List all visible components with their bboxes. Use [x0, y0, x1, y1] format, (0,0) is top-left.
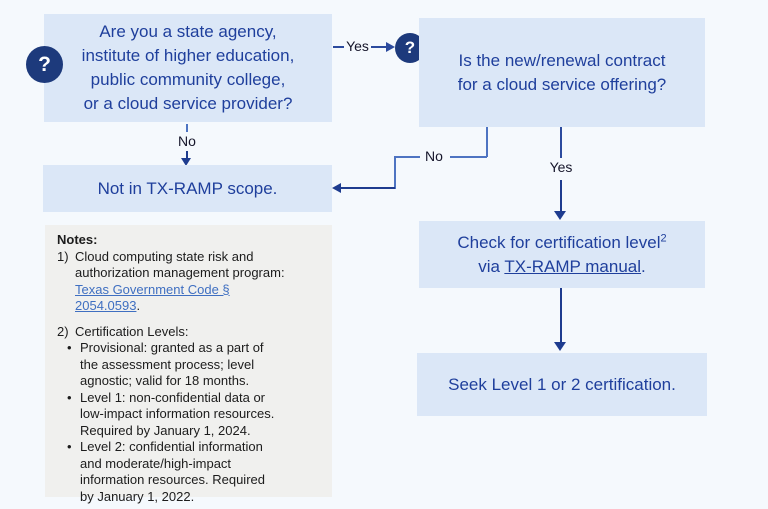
seek-certification-text: Seek Level 1 or 2 certification.	[448, 374, 676, 394]
connector-line	[186, 124, 188, 132]
connector-line	[560, 127, 562, 158]
certification-level-bullet: • Provisional: granted as a part of the …	[67, 340, 320, 390]
bullet-text-provisional: Provisional: granted as a part of the as…	[80, 340, 264, 388]
arrowhead-down-icon	[554, 342, 566, 351]
connector-line	[560, 180, 562, 212]
connector-line	[394, 156, 420, 158]
check-level-period: .	[641, 256, 646, 276]
certification-level-bullet: • Level 2: confidential information and …	[67, 439, 320, 505]
check-level-text: Check for certification level	[457, 232, 661, 252]
check-level-line1: Check for certification level2	[457, 231, 666, 255]
connector-line	[486, 127, 488, 157]
note-item-1: 1) Cloud computing state risk and author…	[57, 249, 320, 315]
q2-text-line: for a cloud service offering?	[457, 74, 667, 94]
bullet-text-level2: Level 2: confidential information and mo…	[80, 439, 265, 504]
check-level-via-text: via	[478, 256, 505, 276]
result-box-not-in-scope: Not in TX-RAMP scope.	[43, 165, 332, 212]
bullet-text-level1: Level 1: non-confidential data or low-im…	[80, 389, 275, 438]
not-in-scope-text: Not in TX-RAMP scope.	[97, 178, 278, 198]
arrowhead-right-icon	[386, 42, 395, 52]
question-mark-glyph: ?	[404, 38, 416, 57]
note-2-title: Certification Levels:	[75, 323, 189, 339]
connector-line	[333, 46, 344, 48]
connector-line	[394, 156, 396, 189]
texas-gov-code-link[interactable]: Texas Government Code § 2054.0593	[75, 281, 230, 314]
check-level-superscript: 2	[660, 231, 667, 244]
q1-text-line: Are you a state agency,	[99, 22, 277, 41]
result-box-seek-certification: Seek Level 1 or 2 certification.	[417, 353, 707, 416]
connector-line	[450, 156, 487, 158]
note-1-text: Cloud computing state risk and authoriza…	[75, 248, 285, 281]
q1-text-line: public community college,	[90, 70, 286, 89]
connector-line	[186, 151, 188, 159]
connector-line	[371, 46, 387, 48]
question-mark-glyph: ?	[38, 52, 51, 76]
bullet-glyph: •	[67, 340, 72, 355]
label-yes-top: Yes	[346, 38, 369, 54]
check-level-line2: via TX-RAMP manual.	[478, 255, 646, 279]
certification-level-bullet: • Level 1: non-confidential data or low-…	[67, 390, 320, 440]
notes-heading: Notes:	[57, 232, 98, 247]
note-1-period: .	[136, 298, 141, 313]
note-1-marker: 1)	[57, 248, 69, 264]
bullet-glyph: •	[67, 439, 72, 454]
note-2-marker: 2)	[57, 323, 69, 339]
note-item-2: 2) Certification Levels:	[57, 324, 320, 341]
action-box-check-level: Check for certification level2 via TX-RA…	[419, 221, 705, 288]
bullet-glyph: •	[67, 389, 72, 405]
notes-spacer	[57, 315, 320, 324]
question-box-entity-type: Are you a state agency, institute of hig…	[44, 14, 332, 122]
tx-ramp-manual-link[interactable]: TX-RAMP manual	[504, 256, 642, 276]
q1-text-line: or a cloud service provider?	[83, 94, 293, 113]
connector-line	[560, 288, 562, 343]
note-1-body: Cloud computing state risk and authoriza…	[75, 249, 293, 315]
notes-panel: Notes: 1) Cloud computing state risk and…	[45, 225, 332, 504]
label-no-right: No	[425, 148, 443, 164]
arrowhead-down-icon	[181, 158, 191, 166]
question-box-contract: Is the new/renewal contract for a cloud …	[419, 18, 705, 127]
q1-text-line: institute of higher education,	[81, 46, 295, 65]
connector-line	[341, 187, 395, 189]
label-yes-right: Yes	[549, 159, 573, 175]
arrowhead-down-icon	[554, 211, 566, 220]
arrowhead-left-icon	[332, 183, 341, 193]
question-mark-icon: ?	[26, 46, 63, 83]
label-no-left: No	[178, 133, 196, 149]
q2-text-line: Is the new/renewal contract	[458, 50, 666, 70]
